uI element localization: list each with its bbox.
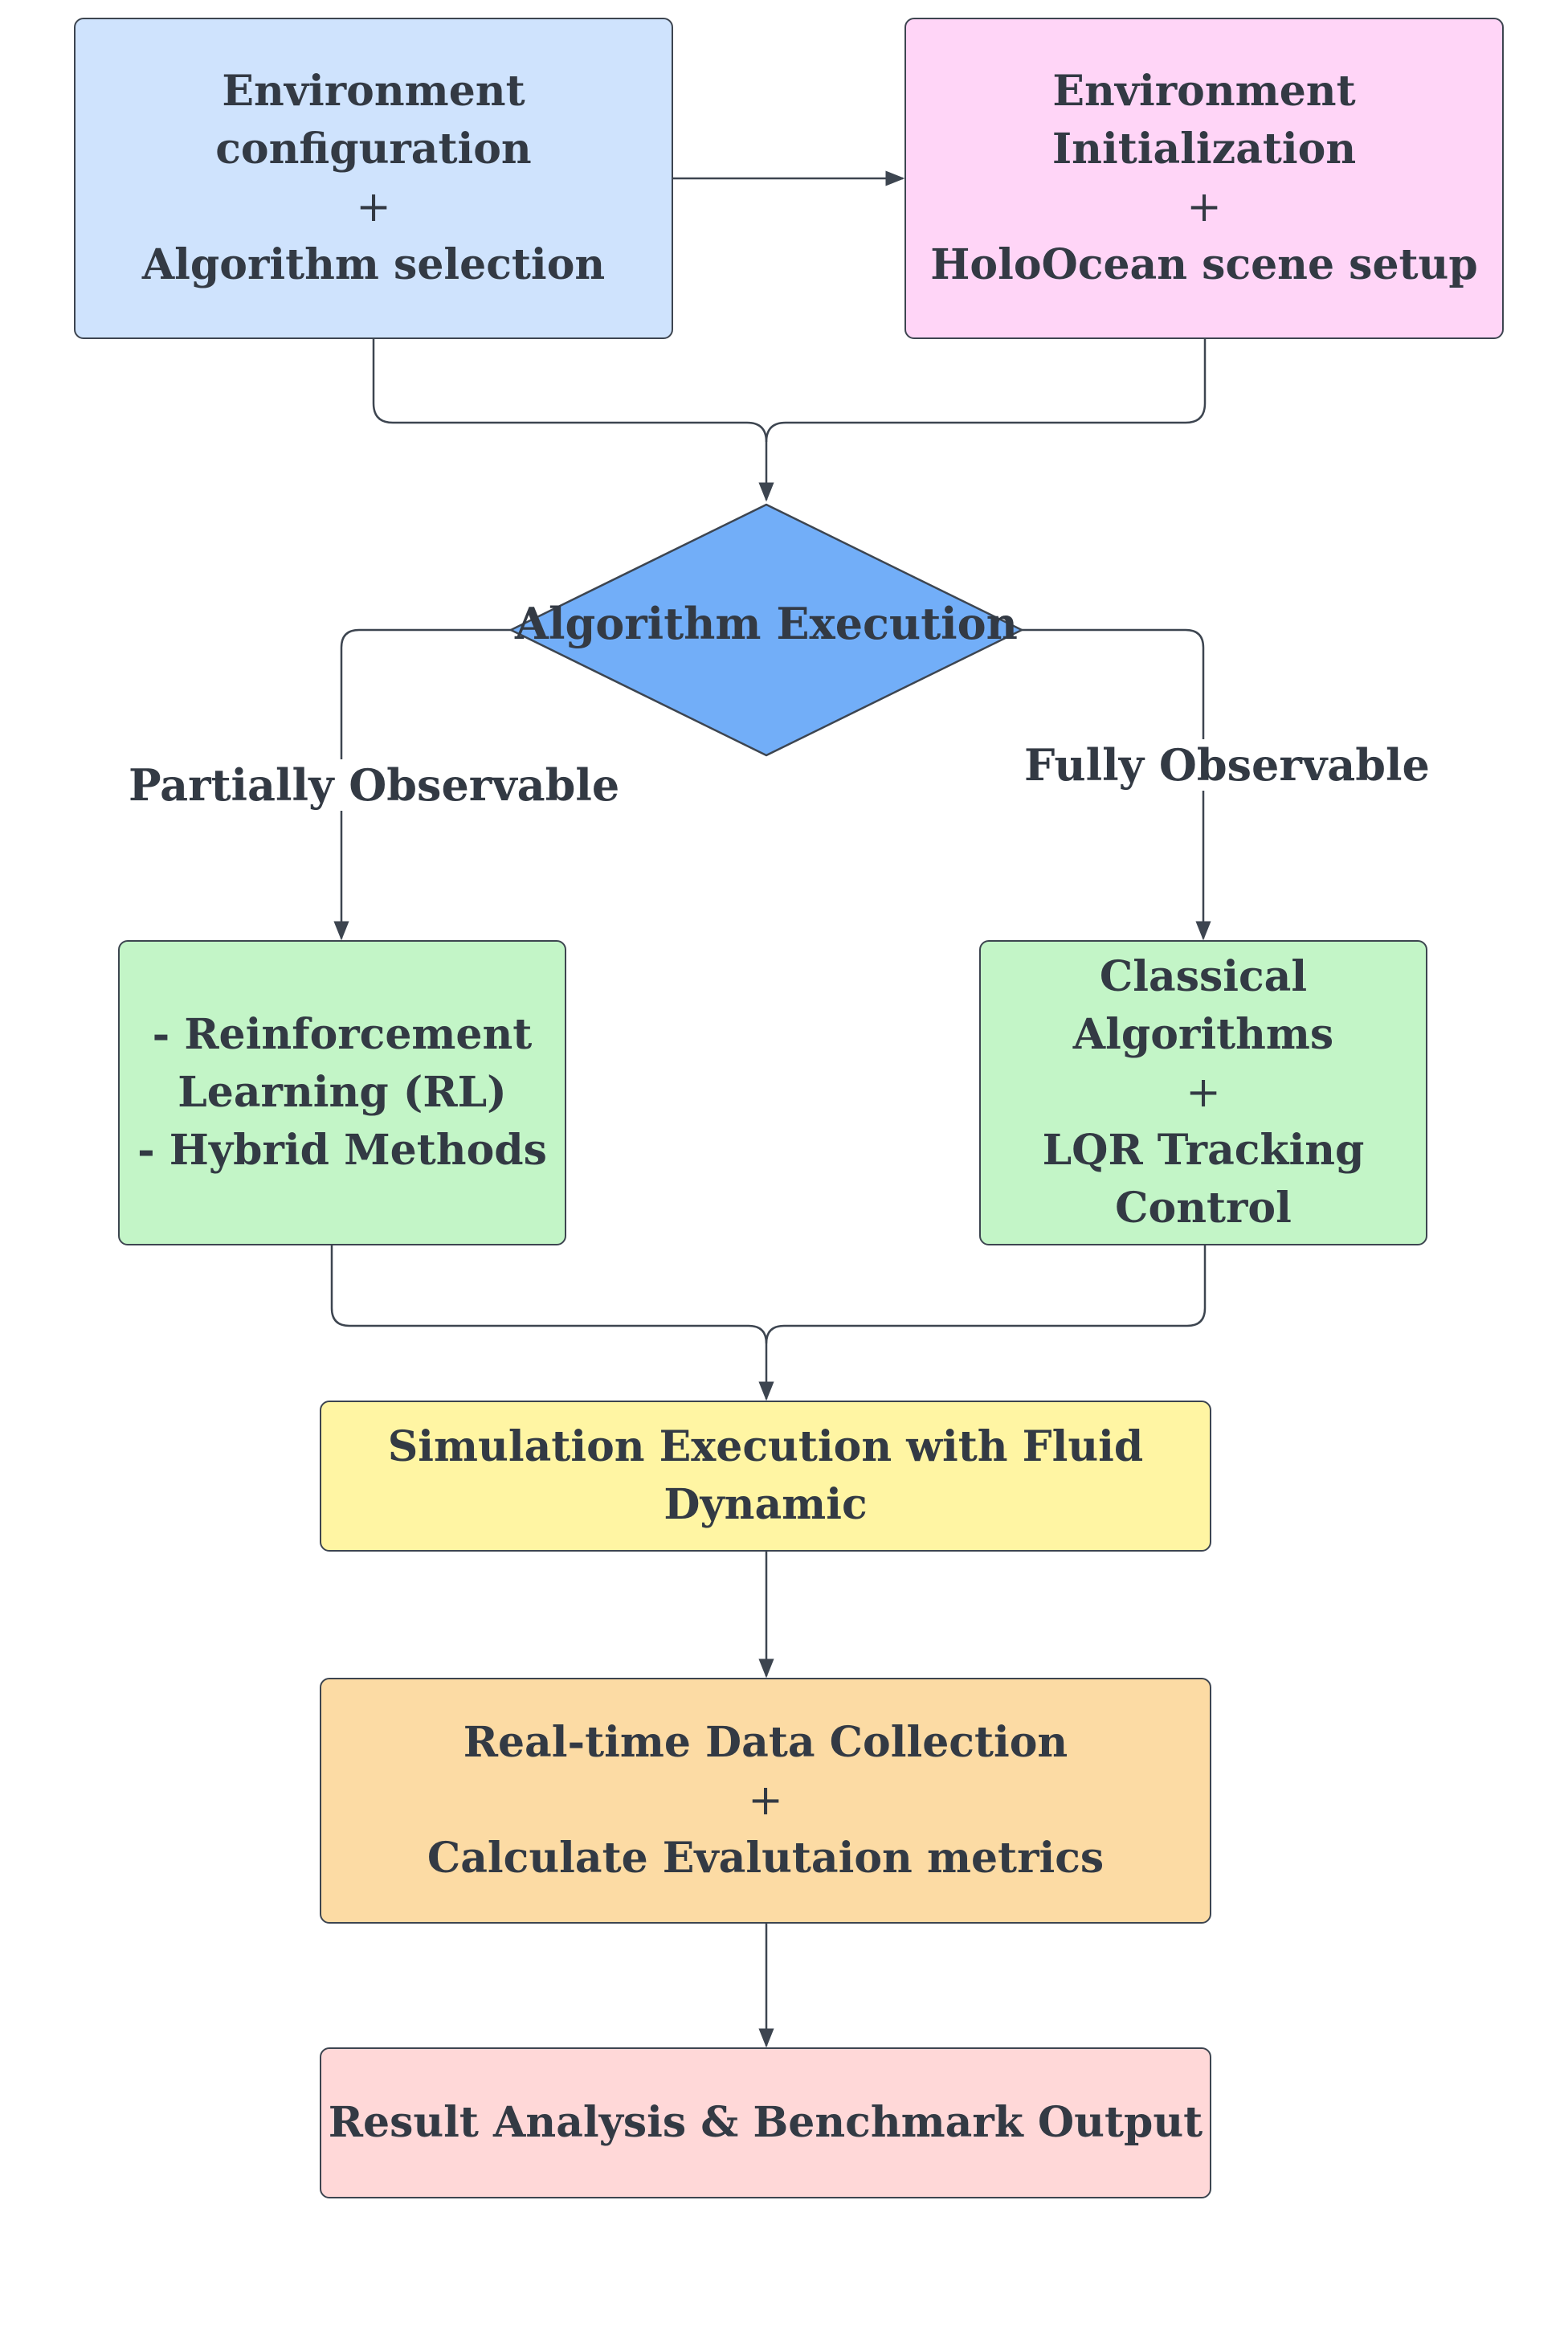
node-line: Classical [1099, 952, 1308, 1001]
edge-config-to-decision [372, 339, 774, 502]
data-collection-node: Real-time Data Collection + Calculate Ev… [320, 1678, 1211, 1924]
decision-label: Algorithm Execution [515, 598, 1018, 649]
plus-sign: + [356, 183, 391, 231]
node-line: Environment Initialization [1051, 67, 1357, 174]
environment-initialization-node: Environment Initialization + HoloOcean s… [904, 18, 1504, 339]
node-line: Calculate Evalutaion metrics [427, 1834, 1105, 1883]
node-line: Algorithms [1072, 1010, 1334, 1059]
edge-full-to-simulation [765, 1245, 1207, 1344]
edge-init-to-decision [765, 339, 1207, 443]
plus-sign: + [748, 1777, 783, 1825]
decision-diamond [509, 503, 1023, 757]
edge-partial-to-simulation [330, 1245, 774, 1401]
node-line: Dynamic [664, 1480, 868, 1529]
reinforcement-learning-node: - Reinforcement Learning (RL) - Hybrid M… [118, 940, 566, 1245]
partially-observable-label: Partially Observable [129, 759, 620, 811]
fully-observable-label: Fully Observable [1024, 739, 1430, 791]
plus-sign: + [1186, 1069, 1221, 1117]
edge-decision-to-full [1022, 628, 1211, 941]
environment-configuration-node: Environment configuration + Algorithm se… [74, 18, 673, 339]
result-analysis-node: Result Analysis & Benchmark Output [320, 2047, 1211, 2198]
node-line: - Reinforcement [152, 1010, 533, 1059]
node-line: Real-time Data Collection [463, 1718, 1068, 1767]
plus-sign: + [1186, 183, 1222, 231]
classical-algorithms-node: Classical Algorithms + LQR Tracking Cont… [979, 940, 1427, 1245]
node-line: Environment configuration [215, 67, 532, 174]
edge-decision-to-partial [333, 628, 511, 941]
node-line: Result Analysis & Benchmark Output [328, 2098, 1203, 2147]
node-line: Learning (RL) [178, 1068, 507, 1117]
simulation-execution-node: Simulation Execution with Fluid Dynamic [320, 1401, 1211, 1552]
node-line: Control [1115, 1184, 1292, 1233]
node-line: - Hybrid Methods [137, 1126, 547, 1175]
node-line: HoloOcean scene setup [930, 240, 1478, 289]
node-line: Simulation Execution with Fluid [387, 1422, 1144, 1471]
node-line: Algorithm selection [141, 240, 606, 289]
node-line: LQR Tracking [1042, 1126, 1365, 1175]
